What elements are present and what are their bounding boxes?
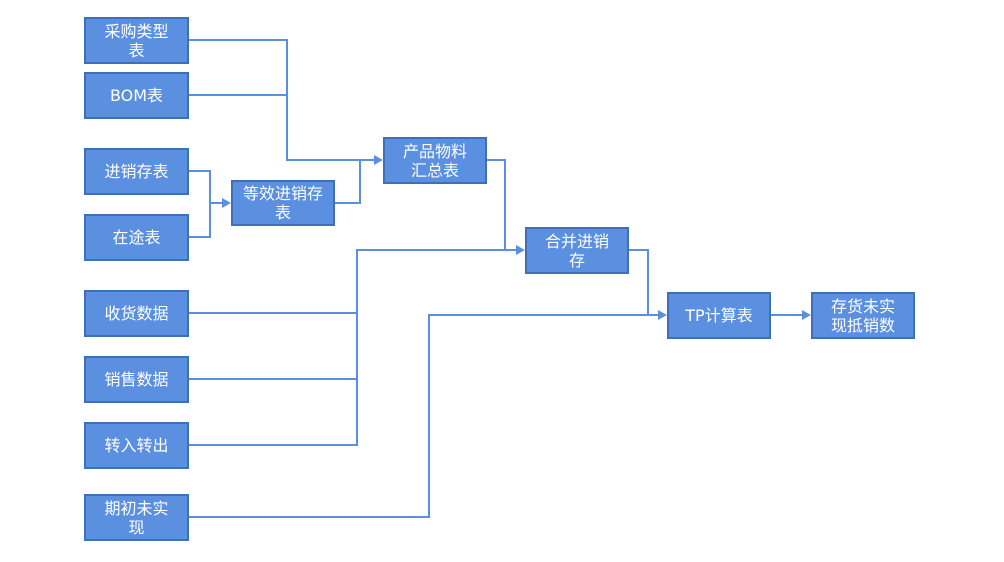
node-zaitu-label: 在途表 [112, 228, 161, 247]
node-jxc: 进销存表 [84, 148, 189, 195]
node-caigou-label: 采购类型表 [104, 21, 169, 60]
edge-caigou-to-chanpin [189, 39, 375, 161]
node-hebing: 合并进销存 [525, 227, 629, 274]
node-caigou: 采购类型表 [84, 17, 189, 64]
node-dengxiao-label: 等效进销存表 [242, 184, 323, 222]
node-shouhuo: 收货数据 [84, 290, 189, 337]
arrow-to-cunhuo [802, 310, 811, 320]
node-cunhuo: 存货未实现抵销数 [811, 292, 915, 339]
edge-zhuanru-to-hebing [189, 249, 517, 446]
arrow-to-tp [658, 310, 667, 320]
node-xiaoshou-label: 销售数据 [104, 370, 169, 389]
node-zhuanru-label: 转入转出 [104, 436, 169, 455]
node-jxc-label: 进销存表 [104, 162, 169, 181]
node-bom-label: BOM表 [109, 86, 164, 105]
node-chanpin-label: 产品物料汇总表 [402, 141, 467, 180]
edge-chanpin-to-hebing [487, 159, 517, 251]
node-dengxiao: 等效进销存表 [231, 180, 335, 226]
node-cunhuo-label: 存货未实现抵销数 [830, 296, 895, 335]
edge-qichu-to-tp [189, 314, 659, 518]
node-tp: TP计算表 [667, 292, 771, 339]
edge-hebing-to-tp [629, 249, 659, 316]
edge-jxc-to-dengxiao [189, 170, 211, 238]
node-qichu-label: 期初未实现 [104, 498, 169, 537]
arrow-to-hebing [516, 245, 525, 255]
node-zaitu: 在途表 [84, 214, 189, 261]
node-tp-label: TP计算表 [685, 306, 753, 325]
node-hebing-label: 合并进销存 [544, 231, 609, 270]
node-chanpin: 产品物料汇总表 [383, 137, 487, 184]
node-bom: BOM表 [84, 72, 189, 119]
node-zhuanru: 转入转出 [84, 422, 189, 469]
node-shouhuo-label: 收货数据 [104, 304, 169, 323]
node-xiaoshou: 销售数据 [84, 356, 189, 403]
arrow-to-chanpin [374, 155, 383, 165]
arrow-to-dengxiao [222, 198, 231, 208]
node-qichu: 期初未实现 [84, 494, 189, 541]
edge-dengxiao-to-chanpin [335, 159, 375, 204]
